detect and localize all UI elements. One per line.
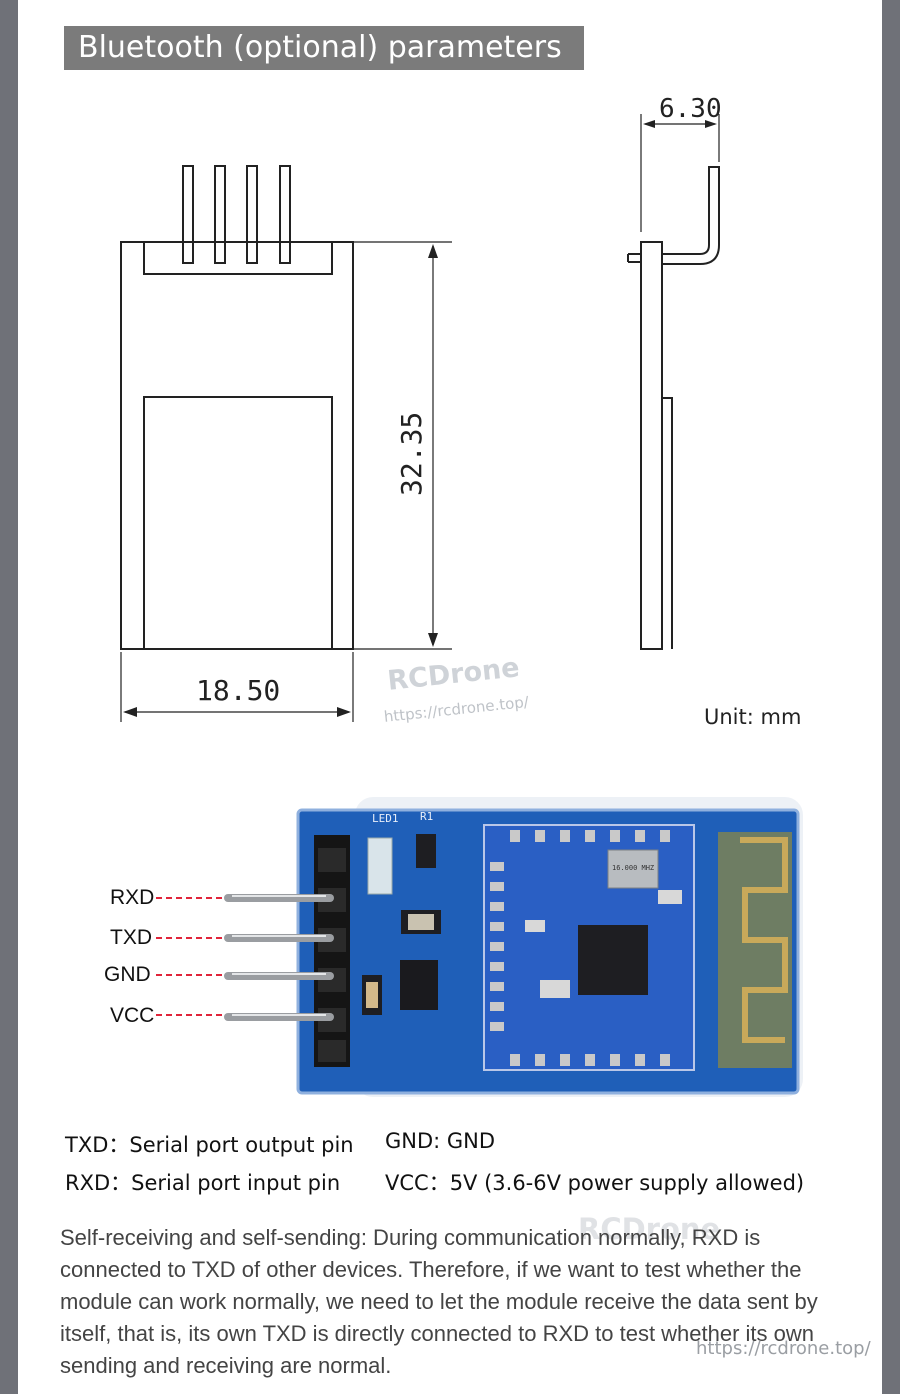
silkscreen-led: LED1	[372, 812, 399, 825]
content-panel	[18, 0, 882, 1394]
arrow-thick-left	[643, 120, 655, 128]
arrow-left	[123, 707, 137, 717]
pin-1	[182, 165, 194, 264]
pin-2	[214, 165, 226, 264]
arrow-down	[428, 633, 438, 647]
dim-height-label: 32.35	[395, 412, 428, 496]
description-text: Self-receiving and self-sending: During …	[60, 1225, 818, 1378]
pin-label-vcc: VCC	[110, 1004, 155, 1027]
pin-label-rxd: RXD	[110, 886, 155, 909]
main-chip	[578, 925, 648, 995]
led	[367, 837, 393, 895]
antenna-area	[718, 832, 792, 1068]
header-strip	[143, 241, 333, 275]
section-title: Bluetooth (optional) parameters	[64, 26, 584, 70]
dimension-drawing: 18.50 32.35 6.30	[120, 94, 722, 722]
watermark-url-2: https://rcdrone.top/	[696, 1338, 871, 1359]
side-pin	[627, 166, 720, 265]
pin-label-gnd: GND	[104, 963, 151, 986]
module-side-chip	[662, 397, 673, 649]
dim-width-label: 18.50	[196, 674, 280, 707]
arrow-right	[337, 707, 351, 717]
chip-area	[143, 396, 333, 649]
spec-txd: TXD：Serial port output pin	[65, 1133, 354, 1157]
watermark-brand-2: RCDrone	[578, 1212, 721, 1246]
arrow-thick-right	[705, 120, 717, 128]
module-front-outline	[120, 241, 354, 650]
dim-thickness-label: 6.30	[659, 94, 722, 124]
regulator	[400, 960, 438, 1010]
pin-label-txd: TXD	[110, 926, 152, 949]
arrow-up	[428, 244, 438, 258]
crystal	[607, 849, 659, 889]
unit-label: Unit: mm	[704, 705, 802, 729]
module-side-board	[640, 241, 663, 650]
spec-rxd: RXD：Serial port input pin	[65, 1171, 341, 1195]
silkscreen-r: R1	[420, 810, 433, 823]
spec-vcc: VCC：5V (3.6-6V power supply allowed)	[385, 1171, 805, 1195]
pin-4	[279, 165, 291, 264]
board-illustration: 16.000 MHZ LED1 R1	[156, 797, 803, 1097]
pin-3	[246, 165, 258, 264]
spec-gnd: GND: GND	[385, 1129, 496, 1153]
crystal-label: 16.000 MHZ	[612, 864, 654, 872]
